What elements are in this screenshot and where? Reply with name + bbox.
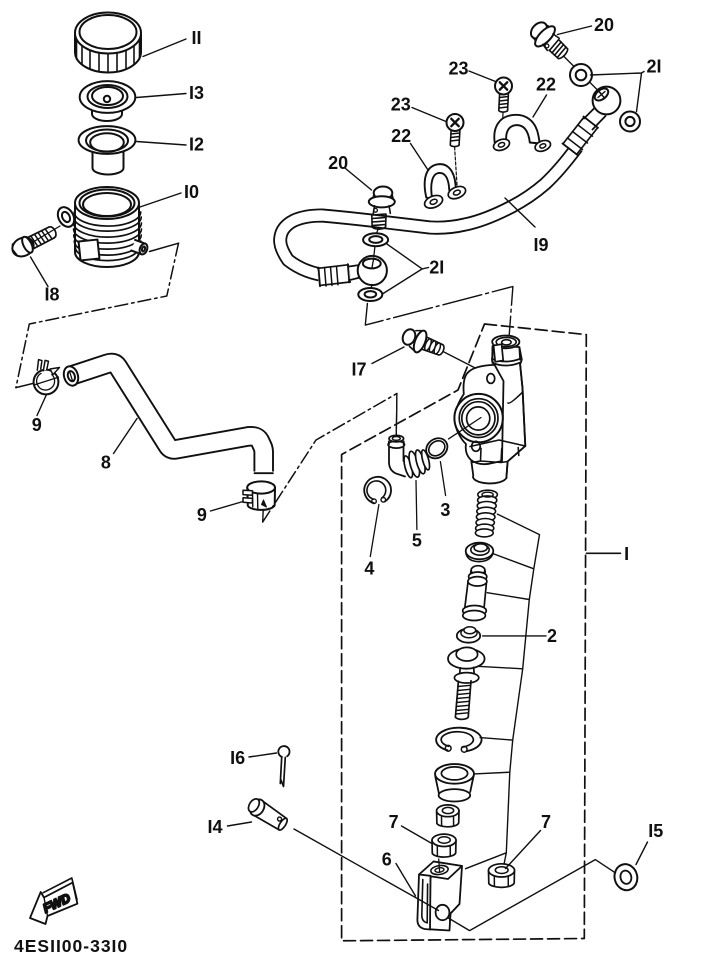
svg-text:7: 7 xyxy=(541,812,551,832)
svg-text:23: 23 xyxy=(391,95,411,115)
svg-text:20: 20 xyxy=(328,153,348,173)
svg-text:6: 6 xyxy=(382,850,392,870)
svg-text:I7: I7 xyxy=(351,360,366,380)
svg-text:3: 3 xyxy=(440,500,450,520)
svg-text:5: 5 xyxy=(412,531,422,551)
svg-text:4: 4 xyxy=(364,559,374,579)
svg-text:I2: I2 xyxy=(189,135,204,155)
svg-text:I0: I0 xyxy=(184,182,199,202)
svg-text:2: 2 xyxy=(547,626,557,646)
svg-text:7: 7 xyxy=(389,812,399,832)
svg-text:2I: 2I xyxy=(429,258,444,278)
svg-text:9: 9 xyxy=(32,415,42,435)
svg-text:I: I xyxy=(624,544,629,564)
svg-text:22: 22 xyxy=(536,75,556,95)
svg-text:I8: I8 xyxy=(44,285,59,305)
svg-text:I6: I6 xyxy=(230,748,245,768)
svg-text:20: 20 xyxy=(594,15,614,35)
svg-text:II: II xyxy=(191,28,201,48)
svg-text:I4: I4 xyxy=(207,817,222,837)
svg-text:I3: I3 xyxy=(189,83,204,103)
svg-text:I9: I9 xyxy=(533,235,548,255)
svg-text:4ESII00-33I0: 4ESII00-33I0 xyxy=(14,936,128,956)
svg-text:23: 23 xyxy=(448,59,468,79)
svg-text:2I: 2I xyxy=(646,57,661,77)
svg-text:9: 9 xyxy=(197,505,207,525)
svg-text:8: 8 xyxy=(101,453,111,473)
svg-text:I5: I5 xyxy=(648,821,663,841)
svg-text:22: 22 xyxy=(391,126,411,146)
